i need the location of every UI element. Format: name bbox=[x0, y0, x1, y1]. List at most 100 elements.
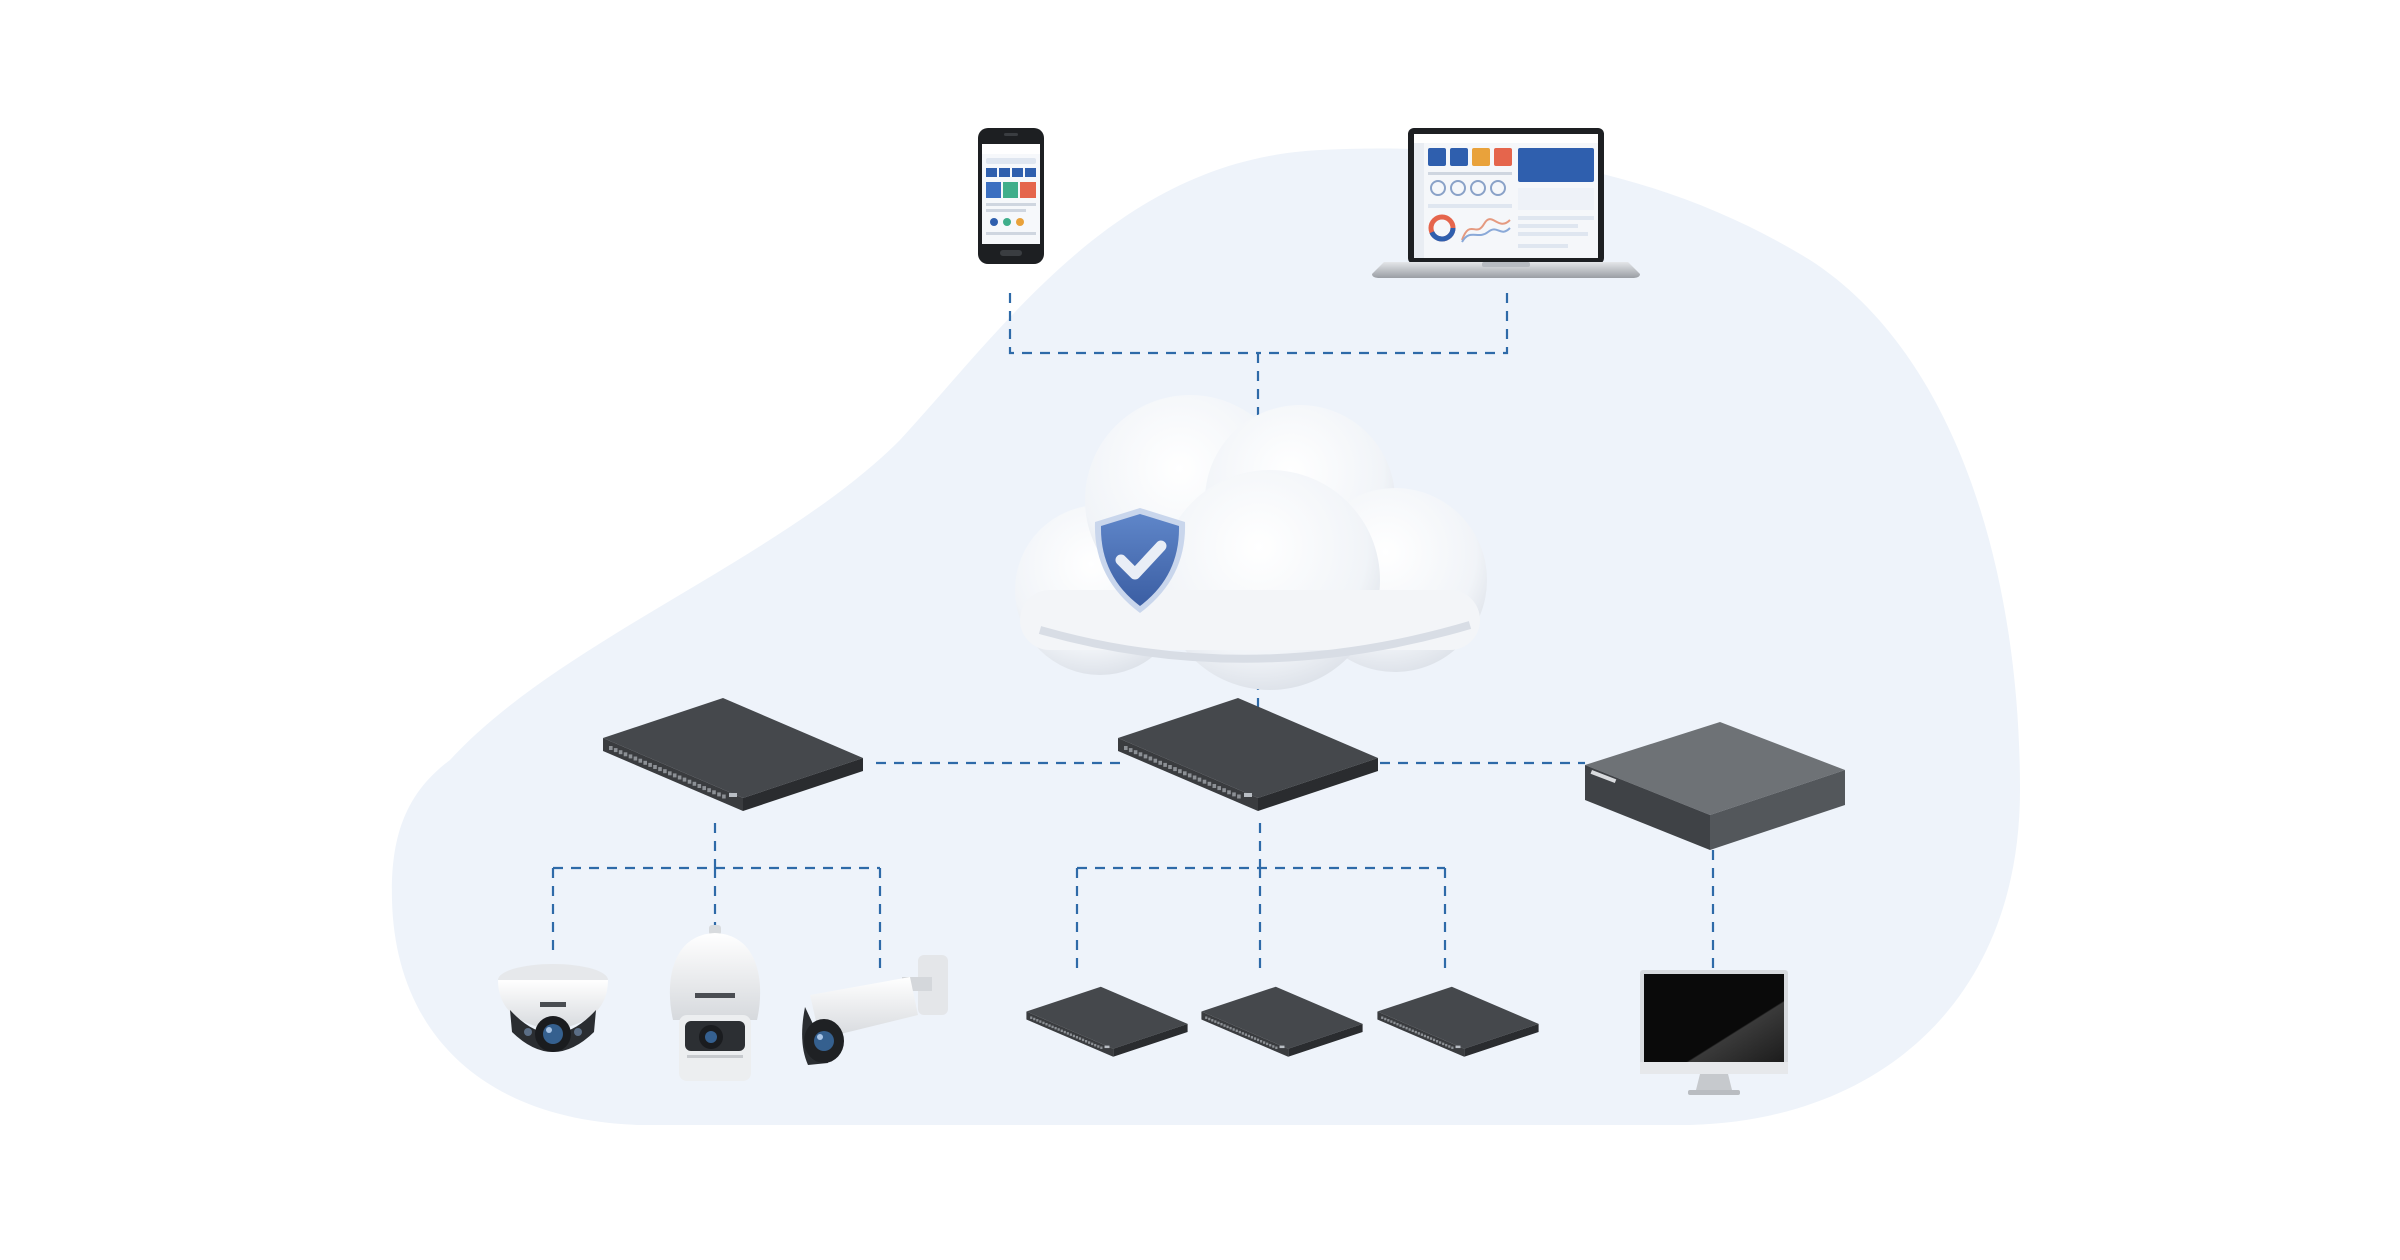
switch-port bbox=[1229, 1026, 1232, 1030]
switch-port bbox=[1405, 1026, 1408, 1030]
switch-port bbox=[1202, 779, 1207, 784]
switch-port bbox=[648, 762, 652, 767]
switch-port bbox=[687, 779, 692, 784]
switch-port bbox=[1069, 1033, 1072, 1036]
switch-port bbox=[1232, 1028, 1235, 1031]
switch-port bbox=[1078, 1037, 1082, 1040]
switch-port bbox=[1227, 790, 1231, 795]
switch-port bbox=[1393, 1021, 1396, 1025]
switch-port bbox=[1269, 1043, 1272, 1047]
switch-port bbox=[1435, 1040, 1439, 1043]
switch-port bbox=[1208, 1017, 1211, 1021]
switch-port bbox=[1420, 1033, 1423, 1036]
switch-port bbox=[1187, 773, 1192, 778]
switch-port bbox=[692, 781, 697, 786]
switch-port bbox=[1084, 1040, 1088, 1043]
switch-port bbox=[1381, 1016, 1384, 1019]
switch-port bbox=[1414, 1030, 1417, 1034]
switch-port bbox=[1226, 1025, 1229, 1029]
switch-port bbox=[618, 750, 623, 755]
switch-small-3 bbox=[1377, 986, 1539, 1057]
ptz-camera-icon bbox=[669, 925, 761, 1081]
switch-port bbox=[1063, 1030, 1066, 1034]
link-phone-cloud bbox=[1008, 293, 1258, 355]
switch-port bbox=[1054, 1026, 1057, 1030]
switch-port bbox=[609, 746, 613, 750]
switch-port bbox=[1173, 767, 1177, 772]
switch-port bbox=[1042, 1021, 1045, 1025]
link-center-smallswitches bbox=[1075, 823, 1447, 968]
switch-port bbox=[702, 786, 706, 791]
switch-port bbox=[1124, 746, 1128, 750]
switch-port bbox=[1451, 1046, 1454, 1050]
switch-port bbox=[1256, 1038, 1260, 1042]
switch-group bbox=[603, 698, 1539, 1057]
switch-port bbox=[1402, 1025, 1405, 1029]
switch-port bbox=[1266, 1042, 1269, 1046]
switch-port bbox=[712, 790, 716, 795]
switch-port bbox=[722, 794, 726, 799]
switch-port bbox=[1183, 771, 1187, 776]
switch-port bbox=[613, 748, 618, 753]
switch-port bbox=[1066, 1032, 1069, 1035]
switch-port bbox=[1222, 788, 1226, 793]
switch-port bbox=[1426, 1036, 1430, 1039]
switch-port bbox=[1272, 1045, 1275, 1048]
switch-port bbox=[1223, 1024, 1226, 1027]
switch-port bbox=[1178, 769, 1182, 774]
switch-port bbox=[1153, 758, 1158, 763]
switch-port bbox=[1411, 1029, 1414, 1033]
switch-port bbox=[1408, 1028, 1411, 1031]
nvr-recorder-icon bbox=[1585, 722, 1845, 850]
switch-port bbox=[1192, 775, 1197, 780]
connector-lines bbox=[551, 293, 1715, 968]
switch-port bbox=[1247, 1034, 1251, 1038]
switch-port bbox=[682, 777, 687, 782]
switch-port bbox=[1217, 1021, 1220, 1025]
switch-port bbox=[1100, 1046, 1103, 1050]
switch-port bbox=[1399, 1024, 1402, 1027]
switch-port bbox=[1075, 1036, 1079, 1039]
switch-port bbox=[1045, 1022, 1048, 1026]
switch-port bbox=[1429, 1037, 1433, 1040]
switch-port bbox=[677, 775, 682, 780]
switch-port bbox=[1396, 1022, 1399, 1026]
switch-port bbox=[1235, 1029, 1238, 1033]
switch-port bbox=[628, 754, 633, 759]
switch-port bbox=[1244, 1033, 1247, 1036]
switch-port bbox=[1253, 1037, 1257, 1040]
switch-port bbox=[1197, 777, 1202, 782]
switch-port bbox=[653, 765, 657, 769]
switch-port bbox=[1442, 1042, 1445, 1046]
switch-port bbox=[1259, 1040, 1263, 1043]
switch-port bbox=[1048, 1024, 1051, 1027]
switch-small-2 bbox=[1201, 986, 1363, 1057]
switch-port bbox=[1094, 1043, 1097, 1047]
switch-port bbox=[1448, 1045, 1451, 1048]
switch-port bbox=[1232, 792, 1236, 797]
switch-port bbox=[1097, 1045, 1100, 1048]
switch-port bbox=[672, 773, 677, 778]
switch-port bbox=[697, 784, 702, 788]
switch-port bbox=[1030, 1016, 1033, 1019]
switch-port bbox=[1128, 748, 1133, 753]
switch-port bbox=[1439, 1041, 1442, 1044]
switch-port bbox=[1051, 1025, 1054, 1029]
switch-port bbox=[1158, 760, 1162, 765]
switch-port bbox=[1072, 1034, 1076, 1038]
cloud-shield-icon bbox=[1015, 395, 1487, 690]
switch-port bbox=[663, 769, 667, 774]
switch-port bbox=[1250, 1036, 1254, 1039]
link-laptop-cloud bbox=[1258, 293, 1509, 355]
switch-port bbox=[1205, 1016, 1208, 1019]
switch-port bbox=[1060, 1029, 1063, 1033]
switch-port bbox=[643, 760, 647, 765]
switch-port bbox=[1143, 754, 1148, 759]
switch-port bbox=[1148, 756, 1153, 761]
switch-port bbox=[638, 758, 643, 763]
switch-port bbox=[1275, 1046, 1278, 1050]
bullet-camera-icon bbox=[802, 955, 948, 1065]
switch-small-1 bbox=[1026, 986, 1188, 1057]
